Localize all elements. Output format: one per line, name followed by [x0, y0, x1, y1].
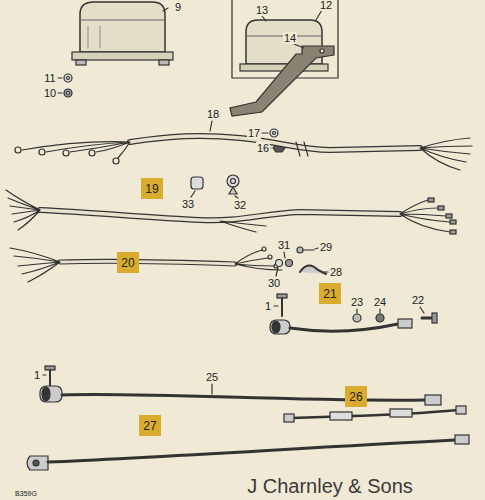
callout-number: 22: [411, 294, 425, 306]
callout-number: 11: [43, 72, 56, 84]
callout-highlight: 27: [139, 415, 160, 436]
callout-highlight: 20: [117, 252, 138, 273]
callout-number: 19: [145, 182, 158, 196]
callout-number: 30: [267, 277, 281, 289]
wiring-harness: [6, 190, 456, 234]
callout-number: 24: [373, 296, 387, 308]
battery-cable: [40, 366, 441, 405]
callout-number: 1: [264, 300, 272, 312]
wiring-harness: [15, 121, 472, 170]
callout-highlight: 21: [319, 283, 340, 304]
callout-number: 31: [277, 239, 291, 251]
callout-number: 16: [256, 142, 270, 154]
earth-cable: [270, 294, 437, 334]
callout-number: 18: [206, 108, 220, 120]
callout-number: 1: [33, 369, 41, 381]
figure-code: B359G: [14, 490, 38, 498]
callout-number: 23: [350, 296, 364, 308]
callout-highlight: 26: [345, 386, 366, 407]
callout-highlight: 19: [141, 178, 162, 199]
callout-number: 27: [143, 419, 156, 433]
callout-number: 26: [349, 390, 362, 404]
callout-number: 28: [329, 266, 343, 278]
control-box: [72, 2, 173, 65]
callout-number: 29: [319, 241, 333, 253]
callout-number: 14: [283, 32, 297, 44]
washers: [58, 74, 72, 97]
callout-number: 25: [205, 371, 219, 383]
callout-number: 21: [323, 287, 336, 301]
callout-number: 20: [121, 256, 134, 270]
mounting-bracket: [230, 44, 334, 116]
watermark: J Charnley & Sons: [246, 475, 414, 497]
cable: [284, 406, 466, 422]
callout-number: 17: [247, 127, 261, 139]
callout-number: 32: [233, 199, 247, 211]
callout-number: 13: [255, 4, 269, 16]
callout-number: 9: [174, 1, 182, 13]
wiring-harness: [10, 247, 282, 282]
callout-number: 12: [319, 0, 333, 11]
callout-number: 10: [43, 87, 57, 99]
battery-cable: [27, 435, 469, 470]
grommet-clip: [191, 175, 239, 198]
callout-number: 33: [181, 198, 195, 210]
